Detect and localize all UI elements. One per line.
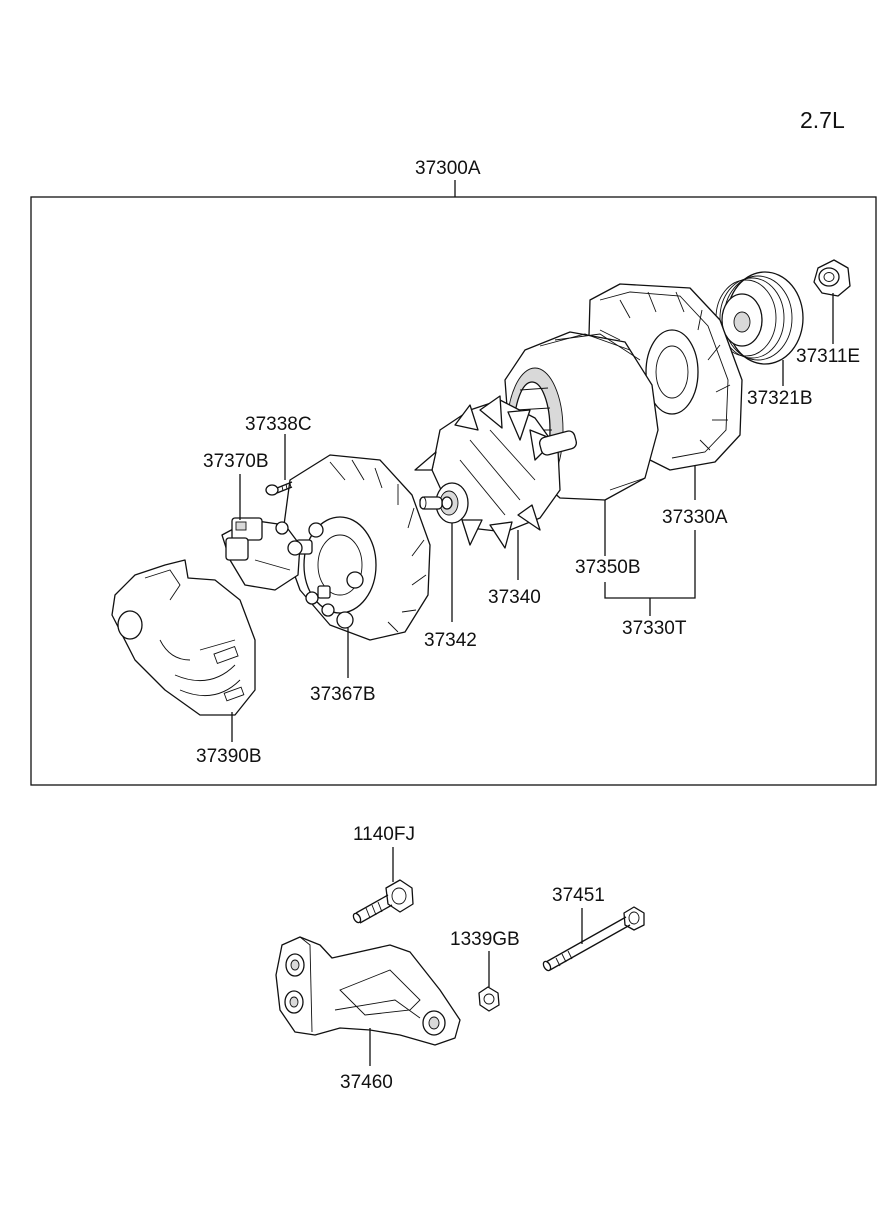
callout-37460: 37460 [340, 1072, 393, 1093]
callout-37342: 37342 [424, 630, 477, 651]
callout-37321B: 37321B [747, 388, 813, 409]
regulator-37370B-part[interactable] [221, 517, 303, 591]
callout-37338C: 37338C [245, 414, 312, 435]
callout-37330A: 37330A [662, 507, 728, 528]
bolt-1140FJ-part[interactable] [352, 879, 414, 924]
assembly-label: 37300A [415, 158, 481, 179]
callout-1140FJ: 1140FJ [353, 824, 415, 845]
screw-37338C-part[interactable] [265, 481, 293, 496]
callout-1339GB: 1339GB [450, 929, 520, 950]
engine-label: 2.7L [800, 107, 845, 133]
callout-37451: 37451 [552, 885, 605, 906]
nut-1339GB-part[interactable] [478, 986, 500, 1012]
rear-bracket-37367B-part[interactable] [281, 454, 431, 641]
bearing-37342-part[interactable] [419, 482, 469, 524]
callout-37340: 37340 [488, 587, 541, 608]
callout-37330T: 37330T [622, 618, 687, 639]
callout-37390B: 37390B [196, 746, 262, 767]
assembly-frame [30, 196, 877, 786]
callout-37350B: 37350B [575, 557, 641, 578]
callout-37367B: 37367B [310, 684, 376, 705]
callout-37370B: 37370B [203, 451, 269, 472]
bolt-37451-part[interactable] [542, 906, 645, 972]
pulley-37321B-part[interactable] [715, 271, 804, 365]
rear-cover-37390B-part[interactable] [111, 559, 256, 716]
mounting-bracket-37460-part[interactable] [275, 936, 461, 1046]
nut-37311E-part[interactable] [813, 259, 851, 297]
callout-37311E: 37311E [796, 346, 860, 367]
